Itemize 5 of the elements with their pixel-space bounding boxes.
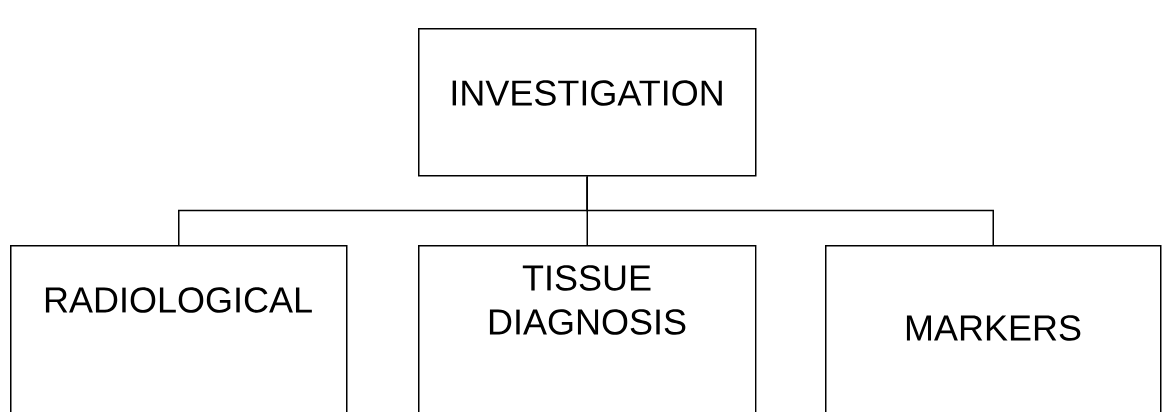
box: MARKERS bbox=[825, 245, 1162, 412]
box: TISSUE DIAGNOSIS bbox=[418, 245, 757, 412]
box: RADIOLOGICAL bbox=[10, 245, 348, 412]
connector-line bbox=[586, 175, 994, 246]
box: INVESTIGATION bbox=[418, 28, 757, 177]
